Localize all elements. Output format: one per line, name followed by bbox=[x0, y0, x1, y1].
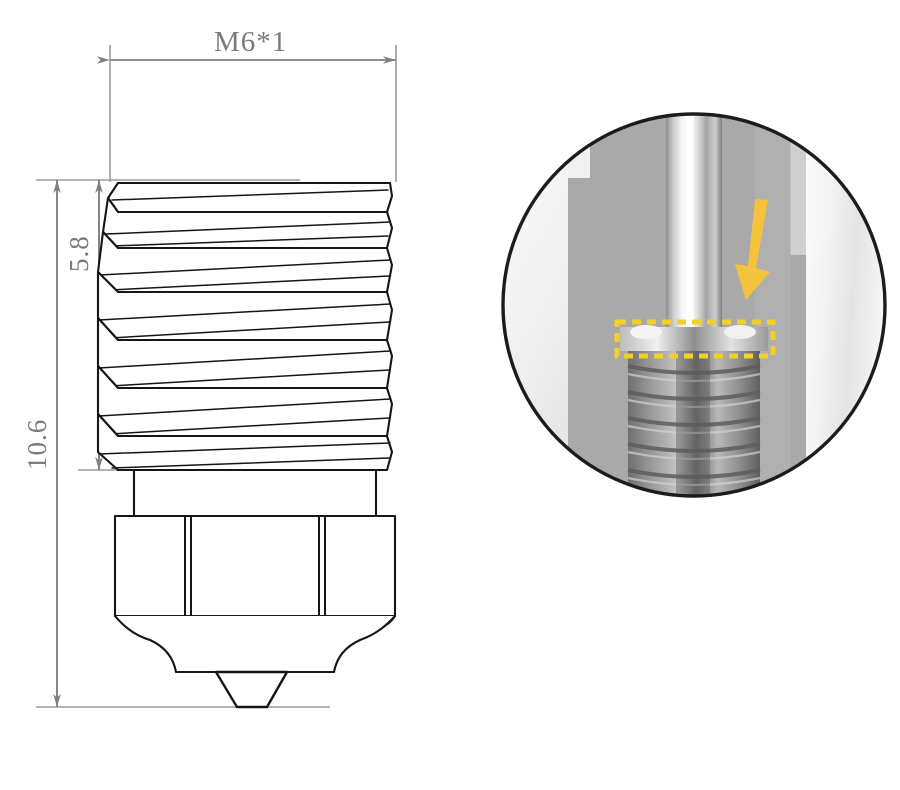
hex-flange bbox=[113, 514, 397, 618]
taper-body bbox=[113, 614, 397, 674]
block-step-right bbox=[790, 142, 806, 255]
tube-specular bbox=[686, 115, 694, 342]
nozzle-tip bbox=[214, 670, 289, 709]
sealing-face-highlight bbox=[614, 319, 776, 359]
thread-turn bbox=[106, 181, 394, 214]
threaded-nozzle-body bbox=[627, 351, 761, 495]
block-shade bbox=[755, 115, 791, 495]
part-outline bbox=[96, 181, 397, 709]
pointer-arrow bbox=[735, 199, 770, 300]
neck bbox=[132, 468, 378, 518]
seal-highlight-right bbox=[724, 325, 756, 339]
threaded-shank bbox=[96, 181, 394, 472]
thread-turn bbox=[96, 412, 394, 472]
dimension-label-width: M6*1 bbox=[214, 26, 288, 58]
dimension-label-thread-length: 5.8 bbox=[64, 235, 94, 272]
dimension-label-total-length: 10.6 bbox=[22, 418, 52, 470]
extension-lines bbox=[36, 45, 397, 708]
seal-highlight-left bbox=[630, 325, 662, 339]
cross-section-inset bbox=[501, 112, 887, 498]
inset-border bbox=[501, 112, 887, 498]
